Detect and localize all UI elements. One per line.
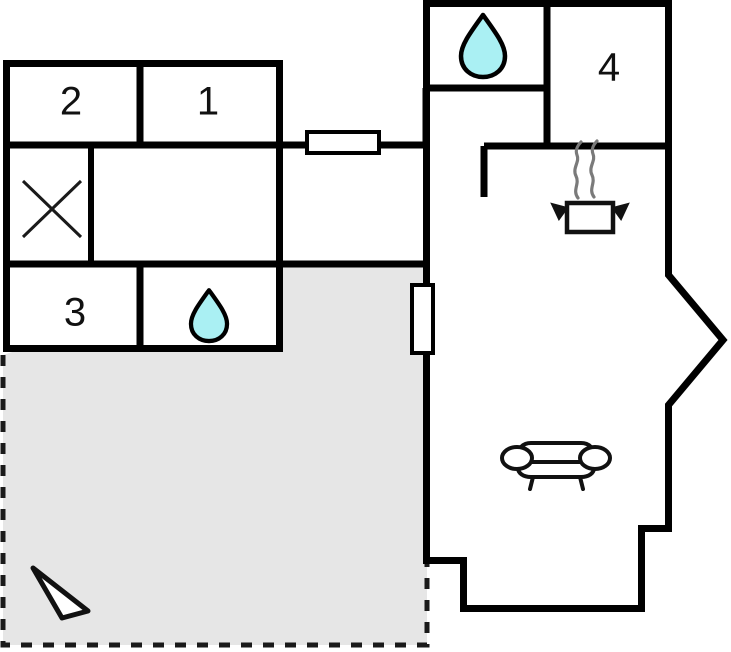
water-drop-icon xyxy=(458,12,508,80)
terrace-fill xyxy=(3,264,427,645)
main-wing-walls xyxy=(422,0,728,612)
pot-body xyxy=(564,200,616,235)
window-vertical[interactable] xyxy=(410,283,435,355)
room-label-1: 1 xyxy=(197,80,219,124)
pot-handle-left xyxy=(550,202,569,221)
terrace-dashed-border xyxy=(0,355,430,648)
left-wing-walls xyxy=(3,60,427,352)
window-horizontal[interactable] xyxy=(305,130,381,155)
water-drop-icon xyxy=(188,288,230,344)
sofa-icon xyxy=(500,441,612,491)
room-label-4: 4 xyxy=(598,46,620,90)
sofa-arm-right xyxy=(578,445,612,471)
steam-wisp-left xyxy=(573,140,583,200)
room-labels: 2 1 3 4 xyxy=(60,46,620,335)
cross-hatch-icon xyxy=(21,179,83,239)
cooking-pot-icon xyxy=(550,139,630,235)
terrace-area xyxy=(0,264,430,648)
north-arrow-icon xyxy=(30,565,91,621)
steam-wisp-right xyxy=(589,139,599,199)
pot-handle-right xyxy=(611,202,630,221)
room-label-2: 2 xyxy=(60,80,82,124)
openings[interactable] xyxy=(305,130,435,355)
sofa-arm-left xyxy=(500,445,534,471)
sofa-leg-left xyxy=(528,475,535,491)
sofa-leg-right xyxy=(578,475,585,491)
room-label-3: 3 xyxy=(64,291,86,335)
